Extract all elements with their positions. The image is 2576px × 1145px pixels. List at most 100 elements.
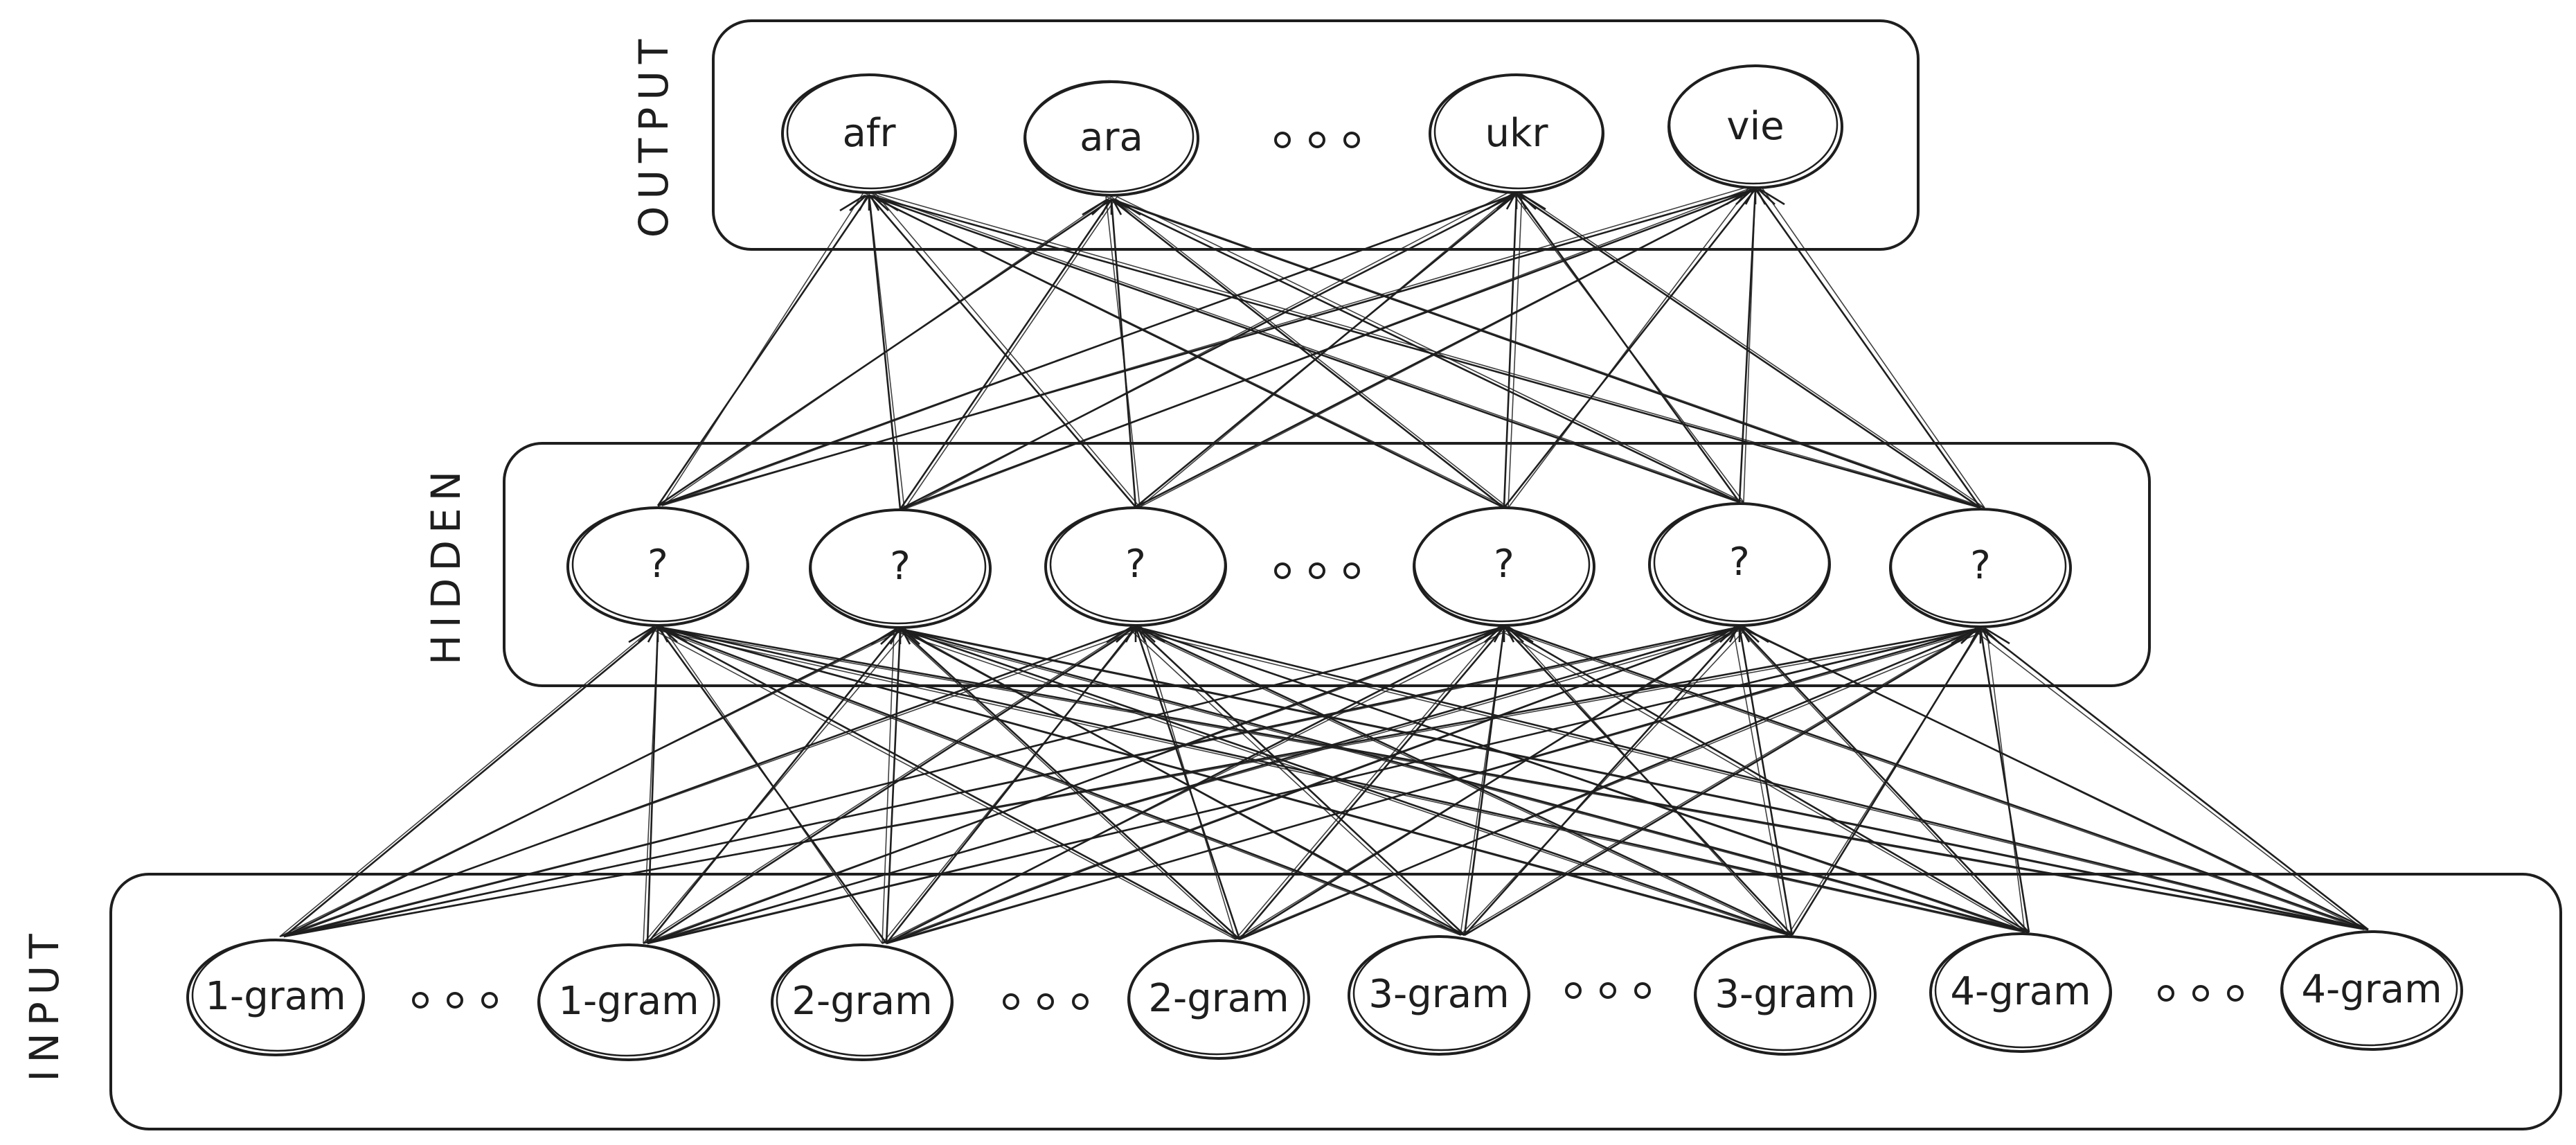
output-node-label: ara xyxy=(1080,115,1143,160)
arrowhead-tick xyxy=(870,628,897,646)
connection-edge xyxy=(1754,188,1982,508)
connection-edge xyxy=(1111,198,1981,509)
arrowhead-tick xyxy=(1100,199,1111,215)
connection-edge xyxy=(657,628,1461,936)
output-node-afr: afr xyxy=(781,73,957,194)
connection-edge xyxy=(900,628,2369,931)
connection-edge xyxy=(874,192,1985,508)
arrowhead-tick xyxy=(889,628,900,645)
connection-edge xyxy=(643,628,659,944)
connection-edge xyxy=(863,192,1509,508)
connection-edge xyxy=(1460,628,1505,936)
output-layer-box xyxy=(712,19,1920,251)
connection-edge xyxy=(882,628,1511,944)
output-node-label: vie xyxy=(1726,104,1784,149)
arrowhead-tick xyxy=(1735,188,1753,205)
connection-edge xyxy=(868,194,1981,509)
connection-edge xyxy=(1503,625,2369,931)
connection-edge xyxy=(904,190,1512,510)
arrowhead-tick xyxy=(871,195,889,211)
connection-edge xyxy=(661,190,1523,506)
arrowhead-tick xyxy=(658,626,669,643)
connection-edge xyxy=(874,192,1141,508)
connection-edge xyxy=(868,195,902,510)
arrowhead-tick xyxy=(1082,198,1108,216)
connection-edge xyxy=(906,630,2365,930)
connection-edge xyxy=(1111,198,1505,509)
connection-edge xyxy=(646,626,659,944)
arrowhead-tick xyxy=(839,194,866,212)
connection-edge xyxy=(1105,196,1141,508)
arrowhead-tick xyxy=(1505,193,1517,210)
arrowhead-tick xyxy=(1111,199,1122,215)
connection-edge xyxy=(886,625,1505,945)
arrowhead-tick xyxy=(1091,199,1109,215)
input-ellipsis-dots-2 xyxy=(1003,993,1089,1010)
arrowhead-tick xyxy=(873,194,899,212)
connection-edge xyxy=(651,628,2025,933)
input-layer-box xyxy=(109,873,2562,1130)
arrowhead-tick xyxy=(902,628,920,645)
arrowhead-tick xyxy=(1728,626,1739,643)
connection-edge xyxy=(893,630,1789,936)
connection-edge xyxy=(1141,628,1236,940)
connection-edge xyxy=(661,186,1751,506)
connection-edge xyxy=(882,630,895,944)
hidden-node-label: ? xyxy=(890,544,911,589)
connection-edge xyxy=(1760,186,1985,508)
output-node-label: afr xyxy=(842,111,896,156)
connection-edge xyxy=(900,193,1517,511)
connection-edge xyxy=(906,630,1461,936)
input-node-2gram-last: 2-gram xyxy=(1127,939,1310,1060)
connection-edge xyxy=(1139,190,1517,508)
connection-edge xyxy=(657,625,1465,937)
connection-edge xyxy=(1134,626,1241,940)
arrowhead-tick xyxy=(1984,627,2010,645)
input-node-label: 4-gram xyxy=(2301,967,2442,1012)
arrowhead-tick xyxy=(1125,626,1136,643)
arrowhead-tick xyxy=(660,626,678,643)
hidden-layer-label: HIDDEN xyxy=(422,464,469,665)
connection-edge xyxy=(1516,190,1985,508)
connection-edge xyxy=(1239,626,1505,940)
connection-edge xyxy=(1460,630,1975,936)
connection-edge xyxy=(651,628,1236,940)
connection-edge xyxy=(1743,186,1756,503)
connection-edge xyxy=(882,628,1734,944)
connection-edge xyxy=(1739,626,2030,933)
connection-edge xyxy=(900,630,2025,933)
output-node-vie: vie xyxy=(1667,64,1843,189)
hidden-ellipsis-dots xyxy=(1274,562,1360,579)
connection-edge xyxy=(868,194,1740,504)
output-node-ara: ara xyxy=(1023,80,1199,197)
connection-edge xyxy=(1510,190,1744,503)
connection-edge xyxy=(1239,627,1981,941)
connection-edge xyxy=(1516,193,1981,509)
connection-edge xyxy=(1116,196,1744,503)
network-nodes: afr ara ukr vie ? ? xyxy=(186,64,2463,1061)
connection-edge xyxy=(1979,628,2030,933)
connection-edge xyxy=(657,625,1240,941)
arrowhead-tick xyxy=(1739,626,1751,643)
connection-edge xyxy=(279,628,1143,937)
connection-edge xyxy=(661,192,864,506)
connection-edge xyxy=(1980,627,2369,931)
arrowhead-tick xyxy=(1508,625,1534,643)
connection-edge xyxy=(1141,628,2025,933)
arrowhead-tick xyxy=(1755,188,1766,205)
output-ellipsis-dots xyxy=(1274,132,1360,148)
arrowhead-tick xyxy=(1484,626,1502,643)
output-node-label: ukr xyxy=(1485,111,1549,156)
arrowhead-tick xyxy=(1759,188,1785,206)
arrowhead-tick xyxy=(1106,625,1132,643)
connection-edge xyxy=(1235,630,1987,940)
connection-edge xyxy=(1503,628,2365,930)
connection-edge xyxy=(657,625,2030,934)
input-layer-label: INPUT xyxy=(21,927,68,1081)
arrowhead-tick xyxy=(1757,188,1776,205)
arrowhead-tick xyxy=(1980,628,1992,644)
input-node-label: 1-gram xyxy=(558,979,699,1024)
input-node-3gram-first: 3-gram xyxy=(1348,935,1530,1056)
connection-edge xyxy=(1129,628,1461,936)
connection-edge xyxy=(868,192,1744,503)
